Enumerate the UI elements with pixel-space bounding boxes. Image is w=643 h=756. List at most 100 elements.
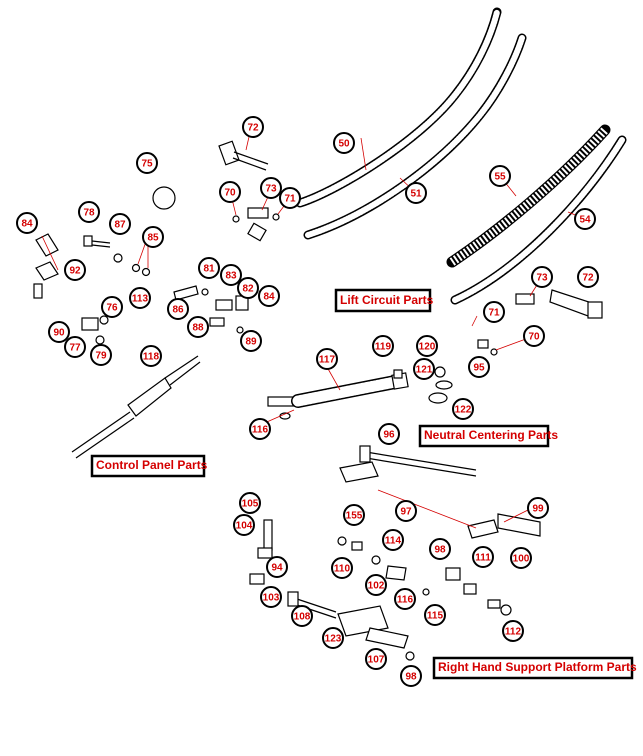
- callout-circle: [395, 500, 417, 522]
- callout-number: 123: [325, 634, 342, 645]
- callout-number: 51: [410, 189, 422, 200]
- callout-circle: [372, 335, 394, 357]
- callout-number: 72: [582, 273, 594, 284]
- callout-circle: [331, 557, 353, 579]
- callout-89: 89: [240, 330, 262, 352]
- callout-100: 100: [510, 547, 532, 569]
- callout-number: 70: [528, 332, 540, 343]
- callout-circle: [483, 301, 505, 323]
- callout-number: 98: [405, 672, 417, 683]
- callout-circle: [198, 257, 220, 279]
- callout-circle: [452, 398, 474, 420]
- callout-circle: [237, 277, 259, 299]
- callout-circle: [239, 492, 261, 514]
- callout-circle: [187, 316, 209, 338]
- callout-number: 120: [419, 342, 436, 353]
- callout-circle: [142, 226, 164, 248]
- callout-108: 108: [291, 605, 313, 627]
- callout-number: 71: [488, 308, 500, 319]
- callout-92: 92: [64, 259, 86, 281]
- callout-number: 54: [579, 215, 591, 226]
- callout-86: 86: [167, 298, 189, 320]
- callout-circle: [527, 497, 549, 519]
- callout-79: 79: [90, 344, 112, 366]
- callout-number: 83: [225, 271, 237, 282]
- callout-number: 100: [513, 554, 530, 565]
- section-label-neutral: Neutral Centering Parts: [418, 424, 558, 448]
- callout-circle: [424, 604, 446, 626]
- callout-73: 73: [531, 266, 553, 288]
- callout-circle: [502, 620, 524, 642]
- callout-number: 110: [334, 564, 351, 575]
- callout-113: 113: [129, 287, 151, 309]
- callout-circle: [316, 348, 338, 370]
- callout-95: 95: [468, 356, 490, 378]
- control-cable-118: [71, 355, 201, 459]
- section-label-lift: Lift Circuit Parts: [334, 288, 434, 313]
- callout-116: 116: [249, 418, 271, 440]
- callout-71: 71: [279, 187, 301, 209]
- callout-82: 82: [237, 277, 259, 299]
- callout-123: 123: [322, 627, 344, 649]
- callout-119: 119: [372, 335, 394, 357]
- callout-number: 96: [383, 430, 395, 441]
- callout-117: 117: [316, 348, 338, 370]
- callout-number: 122: [455, 405, 472, 416]
- callout-75: 75: [136, 152, 158, 174]
- callout-circle: [413, 358, 435, 380]
- callout-number: 70: [224, 188, 236, 199]
- callout-circle: [405, 182, 427, 204]
- leader-lines: [41, 127, 586, 529]
- callout-circle: [472, 546, 494, 568]
- callout-circle: [574, 208, 596, 230]
- callout-circle: [109, 213, 131, 235]
- callout-circle: [140, 345, 162, 367]
- callout-84: 84: [258, 285, 280, 307]
- callout-number: 75: [141, 159, 153, 170]
- callout-number: 117: [319, 355, 336, 366]
- callout-87: 87: [109, 213, 131, 235]
- callout-94: 94: [266, 556, 288, 578]
- callout-circle: [260, 586, 282, 608]
- callout-number: 77: [69, 343, 81, 354]
- hose-55: [446, 124, 611, 268]
- callout-number: 116: [397, 595, 414, 606]
- callout-circle: [577, 266, 599, 288]
- callout-number: 97: [400, 507, 412, 518]
- svg-text:Neutral Centering Parts: Neutral Centering Parts: [424, 428, 558, 442]
- callout-54: 54: [574, 208, 596, 230]
- callout-96: 96: [378, 423, 400, 445]
- hose-54: [450, 135, 627, 305]
- callout-number: 90: [53, 328, 65, 339]
- callout-circle: [468, 356, 490, 378]
- callout-number: 73: [265, 184, 277, 195]
- callout-number: 114: [385, 536, 402, 547]
- callout-98: 98: [400, 665, 422, 687]
- callout-107: 107: [365, 648, 387, 670]
- callout-99: 99: [527, 497, 549, 519]
- callout-circle: [101, 296, 123, 318]
- callout-98: 98: [429, 538, 451, 560]
- callout-circle: [260, 177, 282, 199]
- callout-number: 116: [252, 425, 269, 436]
- callout-number: 105: [242, 499, 259, 510]
- callout-number: 155: [346, 511, 363, 522]
- svg-text:Lift Circuit Parts: Lift Circuit Parts: [340, 293, 434, 307]
- callout-circle: [279, 187, 301, 209]
- callout-number: 84: [263, 292, 275, 303]
- callout-85: 85: [142, 226, 164, 248]
- callout-circle: [333, 132, 355, 154]
- callout-number: 108: [294, 612, 311, 623]
- callout-88: 88: [187, 316, 209, 338]
- callout-circle: [378, 423, 400, 445]
- callout-number: 98: [434, 545, 446, 556]
- callout-circle: [16, 212, 38, 234]
- callout-number: 92: [69, 266, 81, 277]
- callout-circle: [382, 529, 404, 551]
- callout-number: 89: [245, 337, 257, 348]
- callout-number: 95: [473, 363, 485, 374]
- callout-number: 119: [375, 342, 392, 353]
- callout-circle: [365, 648, 387, 670]
